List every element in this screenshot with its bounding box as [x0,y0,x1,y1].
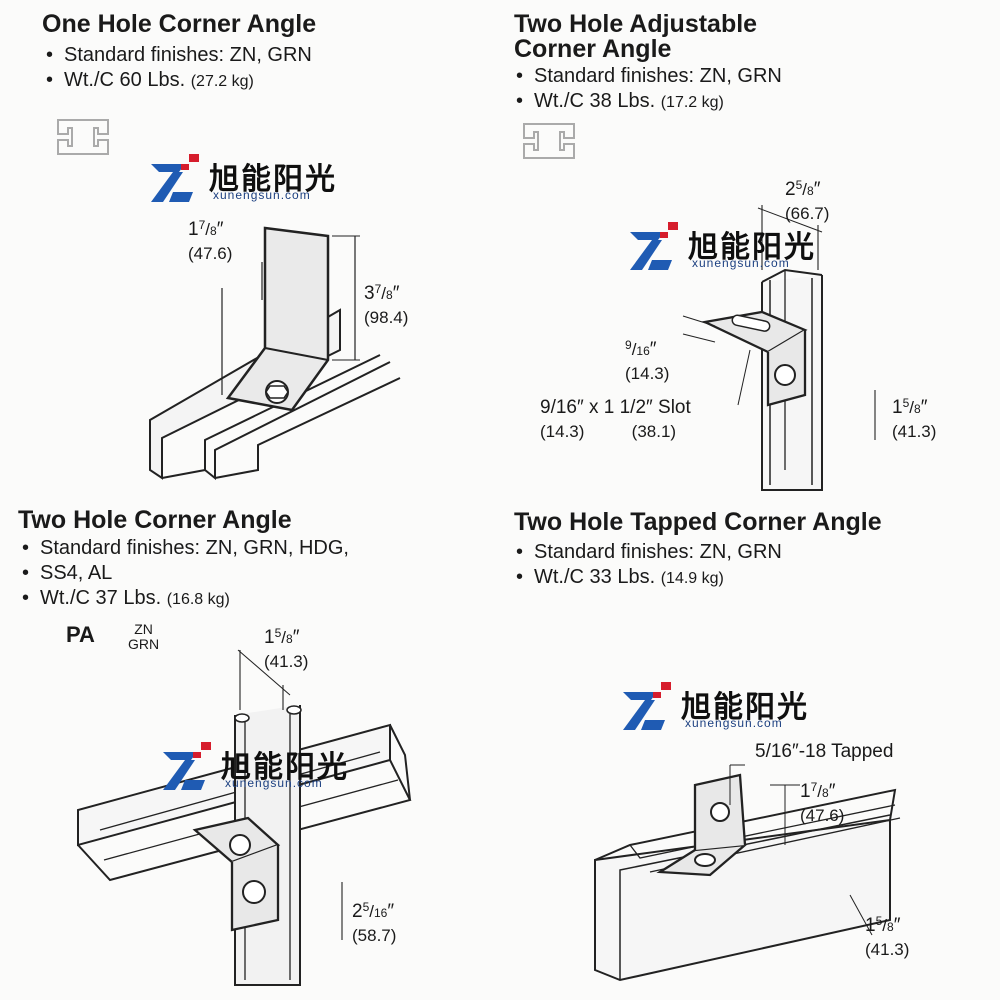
dim-leg-height: 15/8″ (41.3) [892,396,937,441]
panel-title: One Hole Corner Angle [42,10,317,38]
dim-channel-width: 15/8″ (41.3) [264,626,309,671]
spec-list: Standard finishes: ZN, GRN Wt./C 38 Lbs.… [512,64,782,115]
tapped-angle-drawing [594,764,901,982]
weight-bullet: Wt./C 38 Lbs. (17.2 kg) [512,89,782,115]
weight-bullet: Wt./C 33 Lbs. (14.9 kg) [512,565,782,591]
spec-list: Standard finishes: ZN, GRN Wt./C 60 Lbs.… [42,43,312,94]
logo-mark-icon [623,682,671,730]
panel-one-hole-corner-angle: One Hole Corner Angle Standard finishes:… [0,0,500,500]
dim-height: 37/8″ (98.4) [364,282,409,327]
dim-tapped-hole: 5/16″-18 Tapped [755,741,894,762]
finishes-bullet: Standard finishes: ZN, GRN [512,64,782,89]
watermark-logo: 旭能阳光 xunengsun.com [622,218,822,278]
adjustable-angle-drawing [523,123,876,491]
watermark-logo: 旭能阳光 xunengsun.com [155,738,355,798]
panel-title: Two Hole Corner Angle [18,506,292,534]
weight-bullet: Wt./C 60 Lbs. (27.2 kg) [42,68,312,94]
dim-leg-height: 17/8″ (47.6) [800,780,845,825]
watermark-logo: 旭能阳光 xunengsun.com [143,150,343,210]
weight-bullet: Wt./C 37 Lbs. (16.8 kg) [18,586,349,612]
panel-two-hole-corner-angle: Two Hole Corner Angle Standard finishes:… [0,500,500,1000]
spec-list: Standard finishes: ZN, GRN, HDG, SS4, AL… [18,536,349,612]
finishes-bullet: Standard finishes: ZN, GRN [512,540,782,565]
pa-label: PA [66,622,95,647]
dim-width: 17/8″ (47.6) [188,218,233,263]
two-hole-angle-drawing [77,649,412,986]
panel-two-hole-tapped-corner-angle: Two Hole Tapped Corner Angle Standard fi… [500,500,1000,1000]
one-hole-angle-drawing [57,119,401,481]
dim-slot: 9/16″ x 1 1/2″ Slot (14.3) (38.1) [540,397,691,441]
logo-mark-icon [151,154,199,202]
dim-leg-height: 25/16″ (58.7) [352,900,397,945]
panel-title: Two Hole Tapped Corner Angle [514,508,882,536]
dim-overall-width: 25/8″ (66.7) [785,178,830,223]
spec-list: Standard finishes: ZN, GRN Wt./C 33 Lbs.… [512,540,782,591]
finishes-bullet: Standard finishes: ZN, GRN [42,43,312,68]
dim-thickness: 9/16″ (14.3) [625,338,670,383]
dim-channel-width: 15/8″ (41.3) [865,914,910,959]
finishes-continuation: SS4, AL [18,561,349,586]
watermark-logo: 旭能阳光 xunengsun.com [615,678,815,738]
finishes-bullet: Standard finishes: ZN, GRN, HDG, [18,536,349,561]
logo-mark-icon [163,742,211,790]
logo-mark-icon [630,222,678,270]
